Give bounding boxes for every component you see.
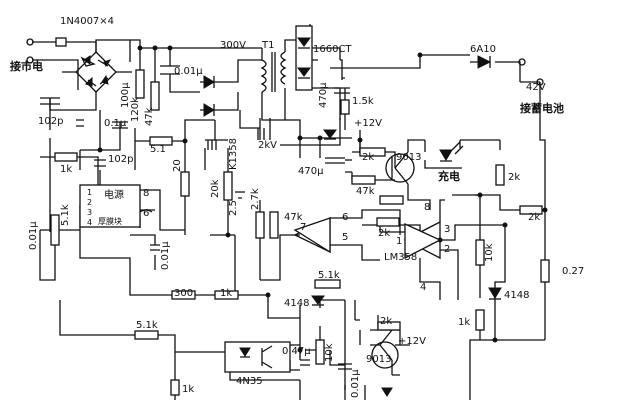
left-timing xyxy=(50,214,239,396)
label-q9013-a: 9013 xyxy=(396,152,421,163)
label-r-5-1k-b: 5.1k xyxy=(318,270,340,281)
label-r-2k-c: 2k xyxy=(508,172,520,183)
label-c-102p-a: 102p xyxy=(38,116,63,127)
label-c-100u: 100μ xyxy=(120,82,131,108)
secondary-filter xyxy=(323,87,350,164)
label-c-102p-b: 102p xyxy=(108,154,133,165)
label-op-pin4: 4 xyxy=(420,282,426,293)
power-module: 1 2 3 4 xyxy=(79,184,153,228)
label-c-047u: 0.47μ xyxy=(282,346,311,357)
label-r-2-7k: 2.7k xyxy=(250,188,261,210)
label-r-1k-c: 1k xyxy=(220,288,232,299)
label-d-4148-a: 4148 xyxy=(504,290,529,301)
label-mains: 接市电 xyxy=(10,59,43,73)
label-r-1k-b: 1k xyxy=(458,317,470,328)
label-c-470u-a: 470μ xyxy=(318,82,329,108)
label-c-001u-mid: 0.01μ xyxy=(160,241,171,270)
label-op-pin6: 6 xyxy=(342,212,348,223)
label-q9013-b: 9013 xyxy=(366,354,391,365)
label-v12-a: +12V xyxy=(354,118,382,129)
label-1660ct: 1660CT xyxy=(313,44,352,55)
label-pin6: 6 xyxy=(143,208,149,219)
label-ic-module: 厚膜块 xyxy=(98,216,122,226)
label-r-1-5k: 1.5k xyxy=(352,96,374,107)
charge-led xyxy=(439,141,464,162)
right-divider xyxy=(475,164,550,331)
label-c-470u-b: 470μ xyxy=(298,166,324,177)
label-t1: T1 xyxy=(261,40,274,51)
label-op-pin1: 1 xyxy=(396,236,402,247)
label-k1358: K1358 xyxy=(228,138,239,170)
lm358-opamp xyxy=(255,211,442,260)
transformer-t1 xyxy=(260,51,287,93)
label-c-01u: 0.1μ xyxy=(104,118,127,129)
label-r-5-1: 5.1 xyxy=(150,144,166,155)
label-r-20k: 20k xyxy=(210,179,221,198)
label-300v: 300V xyxy=(220,40,246,51)
dual-diode-1660ct xyxy=(295,25,313,91)
label-ic-power: 电源 xyxy=(104,188,124,201)
label-c-2kv: 2kV xyxy=(258,140,277,151)
label-r-1k-a: 1k xyxy=(60,164,72,175)
label-r-20: 20 xyxy=(172,159,183,172)
junction-dots xyxy=(97,45,548,353)
label-op-pin2: 2 xyxy=(444,244,450,255)
svg-text:2: 2 xyxy=(87,198,92,207)
label-op-pin7: 7 xyxy=(300,222,306,233)
label-op-pin8: 8 xyxy=(424,202,430,213)
transistor-9013-a xyxy=(351,147,415,205)
label-4n35: 4N35 xyxy=(236,376,263,387)
diode-6a10 xyxy=(470,55,544,86)
mains-terminals xyxy=(26,37,67,64)
label-r-47k-a: 47k xyxy=(144,107,155,126)
label-r-47k-c: 47k xyxy=(284,212,303,223)
label-op-pin5: 5 xyxy=(342,232,348,243)
label-42v: 42V xyxy=(526,82,546,93)
label-r-5-1k-a: 5.1k xyxy=(60,204,71,226)
svg-text:4: 4 xyxy=(87,218,92,227)
label-charge: 充电 xyxy=(438,169,460,183)
label-pin8: 8 xyxy=(143,188,149,199)
label-battery: 接蓄电池 xyxy=(520,101,564,115)
label-c-001u-top: 0.01μ xyxy=(174,66,203,77)
mosfet-stage xyxy=(180,140,245,201)
label-6a10: 6A10 xyxy=(470,44,496,55)
label-r-2k-e: 2k xyxy=(380,316,392,327)
label-r-2k-a: 2k xyxy=(362,152,374,163)
snubber-diodes xyxy=(203,75,215,117)
label-bridge: 1N4007×4 xyxy=(60,16,114,27)
label-r-10k-b: 10k xyxy=(324,343,335,362)
optocoupler-4n35 xyxy=(224,341,291,373)
svg-text:1: 1 xyxy=(87,188,92,197)
label-r-47k-b: 47k xyxy=(356,186,375,197)
labels: 1N4007×4 接市电 102p 102p 100μ 120k 47k 0.0… xyxy=(10,16,584,398)
label-r-2k-b: 2k xyxy=(378,228,390,239)
bridge-rectifier xyxy=(80,55,112,87)
label-r-0-27: 0.27 xyxy=(562,266,584,277)
label-lm358: LM358 xyxy=(384,252,417,263)
lower-network xyxy=(300,279,401,397)
label-r-1k-d: 1k xyxy=(182,384,194,395)
input-filter xyxy=(40,65,180,167)
label-r-120k: 120k xyxy=(130,97,141,122)
label-r-300: 300 xyxy=(174,288,193,299)
label-c-001u-left: 0.01μ xyxy=(28,221,39,250)
label-r-5-1k-c: 5.1k xyxy=(136,320,158,331)
label-op-pin3: 3 xyxy=(444,224,450,235)
label-r-2-5: 2.5 xyxy=(228,200,239,216)
label-v12-b: +12V xyxy=(398,336,426,347)
label-c-001u-bot: 0.01μ xyxy=(350,369,361,398)
cap-2kv xyxy=(257,128,265,140)
svg-text:3: 3 xyxy=(87,208,92,217)
label-r-2k-d: 2k xyxy=(528,212,540,223)
label-r-10k-a: 10k xyxy=(484,243,495,262)
label-d-4148-b: 4148 xyxy=(284,298,309,309)
